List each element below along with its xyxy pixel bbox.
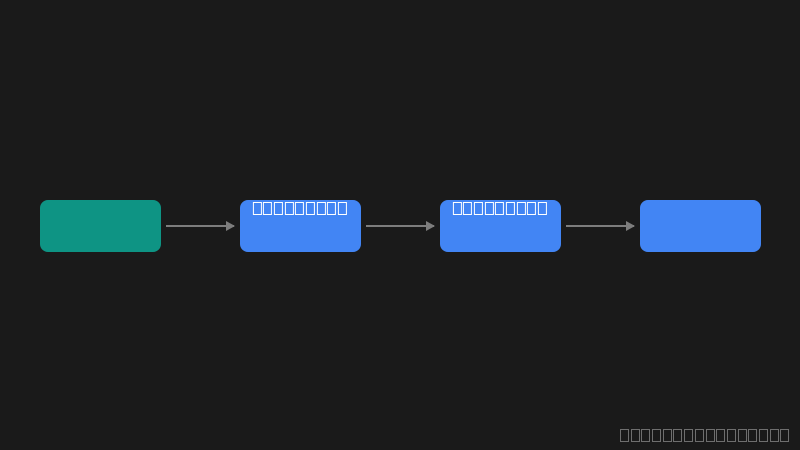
flow-node-3-label <box>452 198 548 218</box>
flow-node-4[interactable] <box>640 200 761 252</box>
missing-glyph-box <box>452 201 462 215</box>
arrowhead-icon <box>626 221 635 231</box>
missing-glyph-box <box>673 429 683 443</box>
missing-glyph-box <box>769 429 779 443</box>
missing-glyph-box <box>662 429 672 443</box>
footer-caption <box>620 427 791 443</box>
missing-glyph-box <box>516 201 526 215</box>
missing-glyph-box <box>473 201 483 215</box>
missing-glyph-box <box>748 429 758 443</box>
missing-glyph-box <box>263 201 273 215</box>
missing-glyph-box <box>652 429 662 443</box>
missing-glyph-box <box>463 201 473 215</box>
missing-glyph-box <box>484 201 494 215</box>
missing-glyph-box <box>537 201 547 215</box>
missing-glyph-box <box>630 429 640 443</box>
missing-glyph-box <box>726 429 736 443</box>
missing-glyph-box <box>758 429 768 443</box>
missing-glyph-box <box>305 201 315 215</box>
missing-glyph-box <box>327 201 337 215</box>
missing-glyph-box <box>295 201 305 215</box>
flow-node-2[interactable] <box>240 200 361 252</box>
missing-glyph-box <box>716 429 726 443</box>
missing-glyph-box <box>620 429 629 443</box>
edge-node1-node2 <box>166 221 235 231</box>
flow-node-2-label <box>252 198 348 218</box>
missing-glyph-box <box>694 429 704 443</box>
missing-glyph-box <box>737 429 747 443</box>
edge-node3-node4 <box>566 221 635 231</box>
missing-glyph-box <box>705 429 715 443</box>
missing-glyph-box <box>505 201 515 215</box>
missing-glyph-box <box>316 201 326 215</box>
missing-glyph-box <box>495 201 505 215</box>
flow-node-1[interactable] <box>40 200 161 252</box>
missing-glyph-box <box>284 201 294 215</box>
missing-glyph-box <box>337 201 347 215</box>
missing-glyph-box <box>273 201 283 215</box>
missing-glyph-box <box>252 201 262 215</box>
missing-glyph-box <box>641 429 651 443</box>
missing-glyph-box <box>527 201 537 215</box>
edge-node2-node3 <box>366 221 435 231</box>
arrowhead-icon <box>426 221 435 231</box>
missing-glyph-box <box>684 429 694 443</box>
flow-node-3[interactable] <box>440 200 561 252</box>
missing-glyph-box <box>780 429 790 443</box>
arrowhead-icon <box>226 221 235 231</box>
